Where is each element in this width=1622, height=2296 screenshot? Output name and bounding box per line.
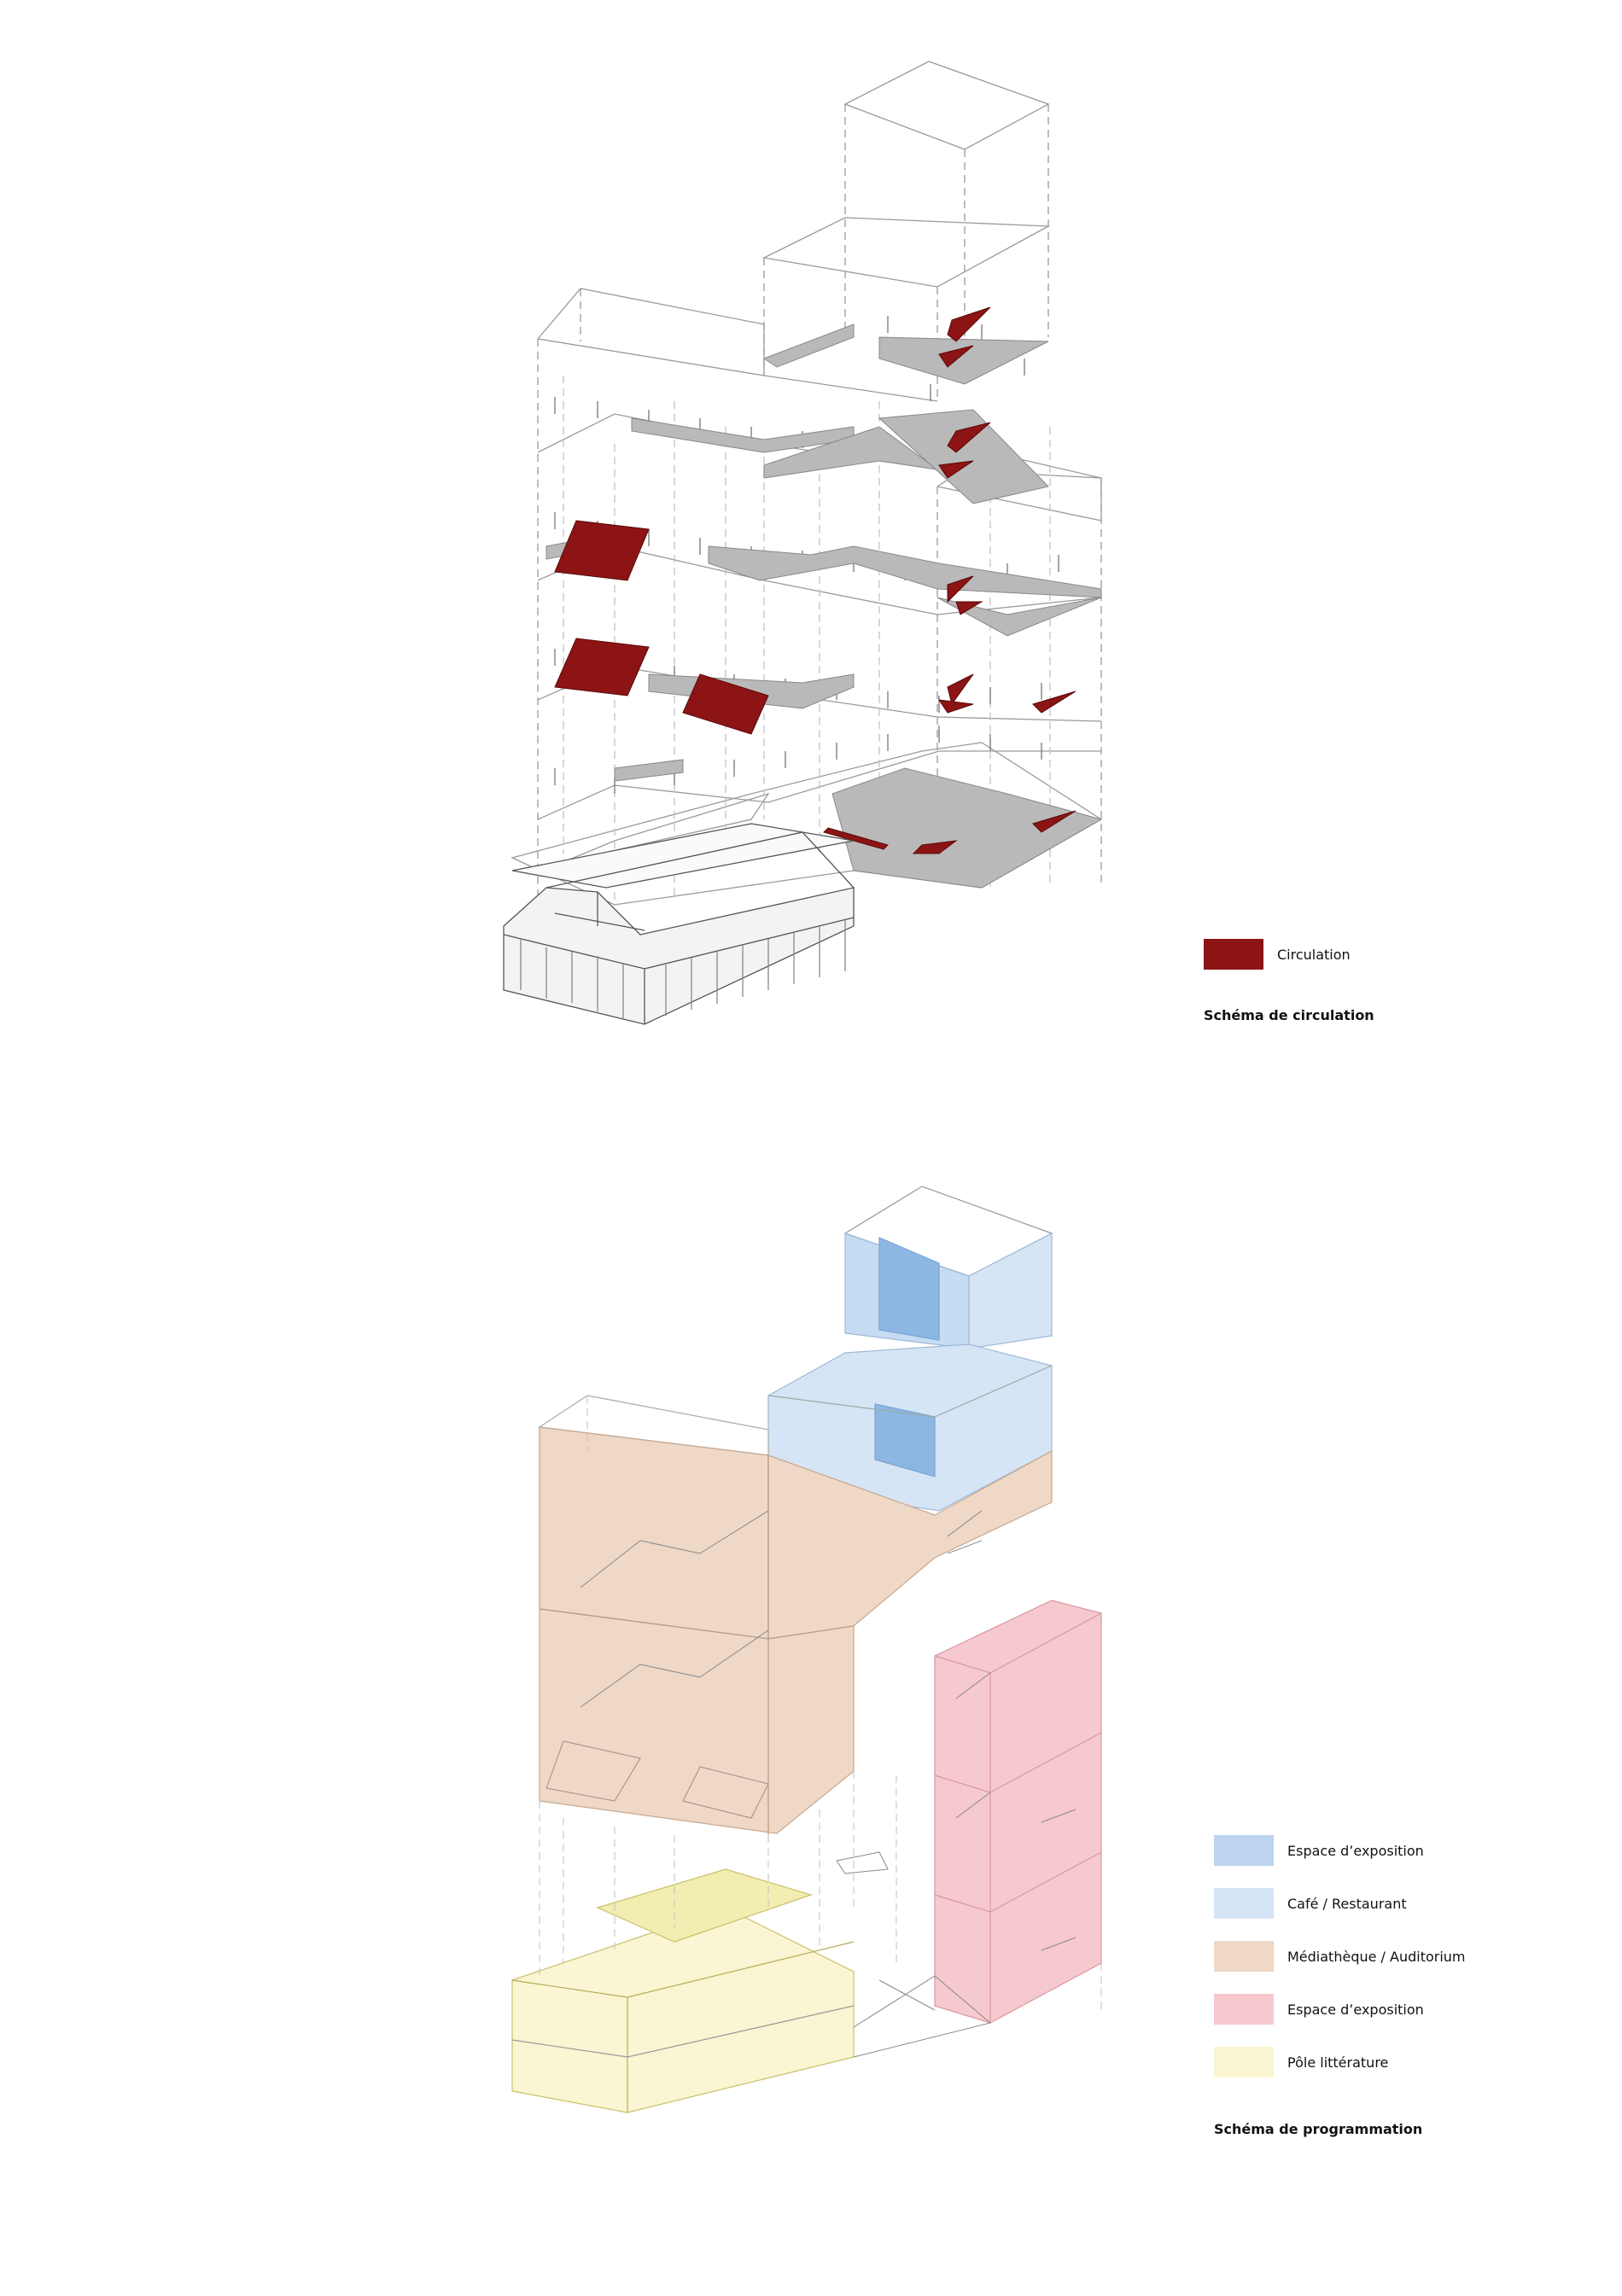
circulation-ramp-1	[947, 306, 991, 342]
legend-label: Circulation	[1277, 946, 1351, 963]
circulation-stair-2	[554, 638, 650, 696]
legend-item-mediatheque: Médiathèque / Auditorium	[1214, 1941, 1466, 1972]
circulation-diagram: Circulation Schéma de circulation	[0, 0, 1622, 1110]
circulation-stair-1	[554, 520, 650, 581]
legend-item-exposition-tower: Espace d’exposition	[1214, 1835, 1424, 1866]
legend-item-exposition-wing: Espace d’exposition	[1214, 1994, 1424, 2025]
swatch-cafe-restaurant	[1214, 1888, 1274, 1919]
legend-item-pole-litterature: Pôle littérature	[1214, 2047, 1388, 2077]
legend-label: Médiathèque / Auditorium	[1287, 1948, 1466, 1965]
swatch-circulation	[1204, 939, 1263, 970]
legend-item-circulation: Circulation	[1204, 939, 1351, 970]
legend-item-cafe-restaurant: Café / Restaurant	[1214, 1888, 1407, 1919]
legend-label: Espace d’exposition	[1287, 2001, 1424, 2018]
swatch-exposition-wing	[1214, 1994, 1274, 2025]
legend-title: Schéma de programmation	[1214, 2121, 1423, 2137]
circulation-axonometric	[503, 61, 1103, 1025]
programme-diagram: Espace d’exposition Café / Restaurant Mé…	[0, 1110, 1622, 2293]
circulation-stair-3	[682, 673, 769, 735]
programme-axonometric	[511, 1186, 1102, 2113]
swatch-exposition-tower	[1214, 1835, 1274, 1866]
swatch-pole-litterature	[1214, 2047, 1274, 2077]
legend-label: Café / Restaurant	[1287, 1895, 1407, 1912]
legend-label: Pôle littérature	[1287, 2054, 1389, 2071]
swatch-mediatheque	[1214, 1941, 1274, 1972]
legend-title: Schéma de circulation	[1204, 1007, 1374, 1023]
legend-label: Espace d’exposition	[1287, 1842, 1424, 1859]
